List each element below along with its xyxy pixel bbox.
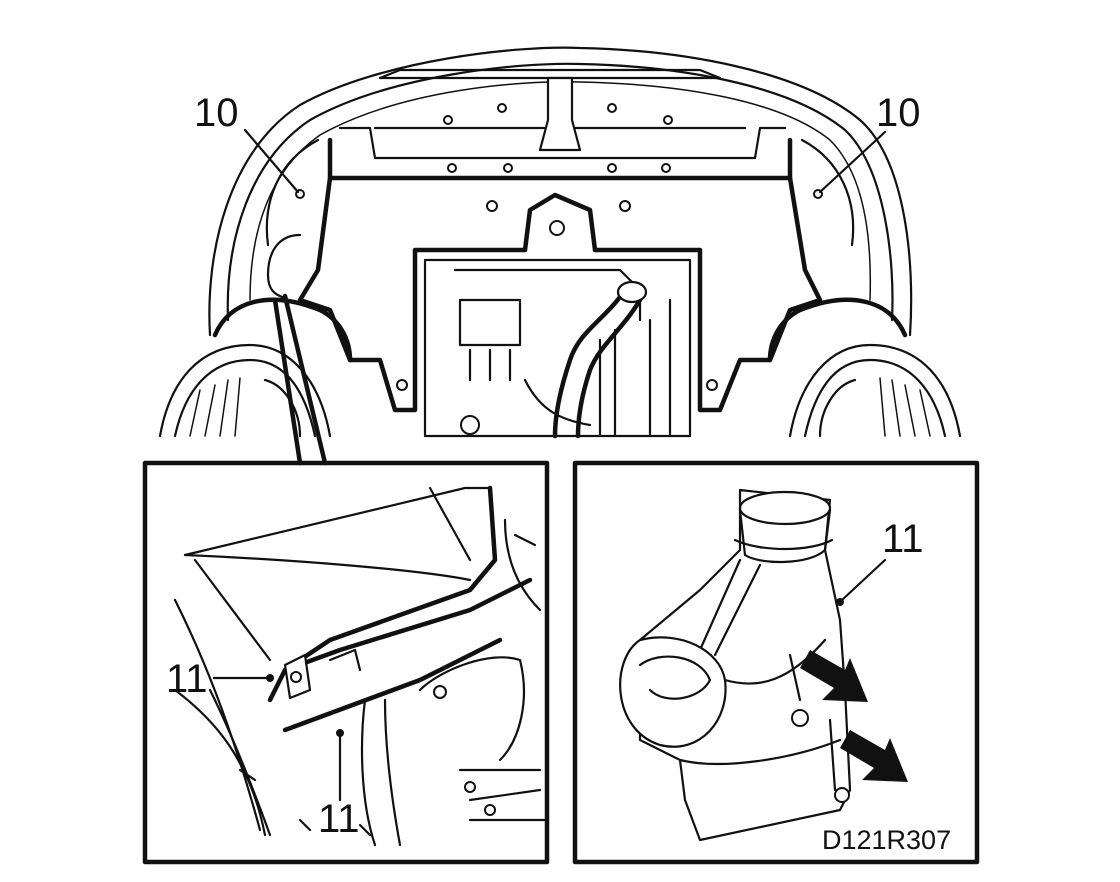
car-front-underside-view xyxy=(158,46,962,439)
left-inset-detail xyxy=(142,293,550,865)
arrow-lower xyxy=(840,730,908,782)
callout-label-left-inset-lower: 11 xyxy=(318,797,360,841)
callout-label-top-left: 10 xyxy=(194,91,239,135)
right-inset-detail xyxy=(572,460,980,865)
callout-label-left-inset-upper: 11 xyxy=(166,657,208,701)
callout-label-top-right: 10 xyxy=(876,91,921,135)
callout-label-right-inset: 11 xyxy=(882,517,924,561)
figure-code: D121R307 xyxy=(822,825,951,855)
left-inset-frame xyxy=(142,460,550,865)
arrow-upper xyxy=(800,650,868,702)
